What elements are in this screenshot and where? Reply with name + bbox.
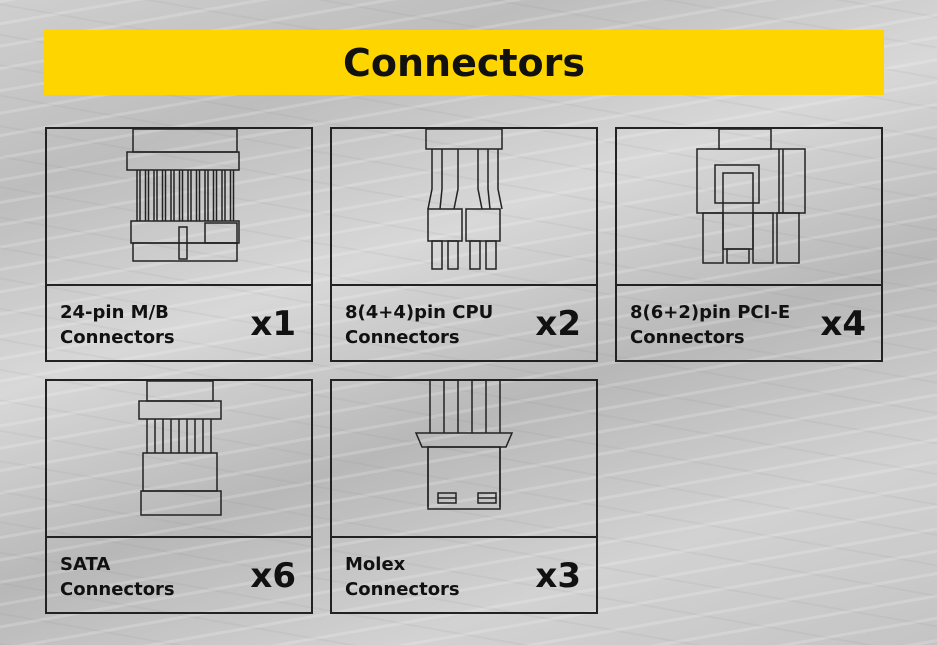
connector-count: x1 [250,304,296,344]
connector-name: SATA [60,554,111,575]
connector-name: 8(4+4)pin CPU [345,302,494,323]
connector-name: 24-pin M/B [60,302,169,323]
title-bar: Connectors [44,30,884,95]
connector-type: Connectors [60,579,175,600]
connector-type: Connectors [630,327,745,348]
connector-count: x3 [535,556,581,596]
connector-count: x2 [535,304,581,344]
connector-name: 8(6+2)pin PCI-E [630,302,791,323]
connector-card-cpu: 8(4+4)pin CPU Connectors x2 [330,127,598,362]
sata-connector-icon [138,381,222,516]
page-title: Connectors [342,40,586,85]
connector-count: x4 [820,304,866,344]
connector-count: x6 [250,556,296,596]
connector-name: Molex [345,554,406,575]
connector-type: Connectors [345,327,460,348]
connector-type: Connectors [345,579,460,600]
24-pin-connector-icon [126,129,240,262]
connector-type: Connectors [60,327,175,348]
connector-card-24pin: 24-pin M/B Connectors x1 [45,127,313,362]
connector-card-sata: SATA Connectors x6 [45,379,313,614]
cpu-connector-icon [425,129,503,270]
connector-card-pcie: 8(6+2)pin PCI-E Connectors x4 [615,127,883,362]
pcie-connector-icon [696,129,806,264]
molex-connector-icon [414,381,514,510]
